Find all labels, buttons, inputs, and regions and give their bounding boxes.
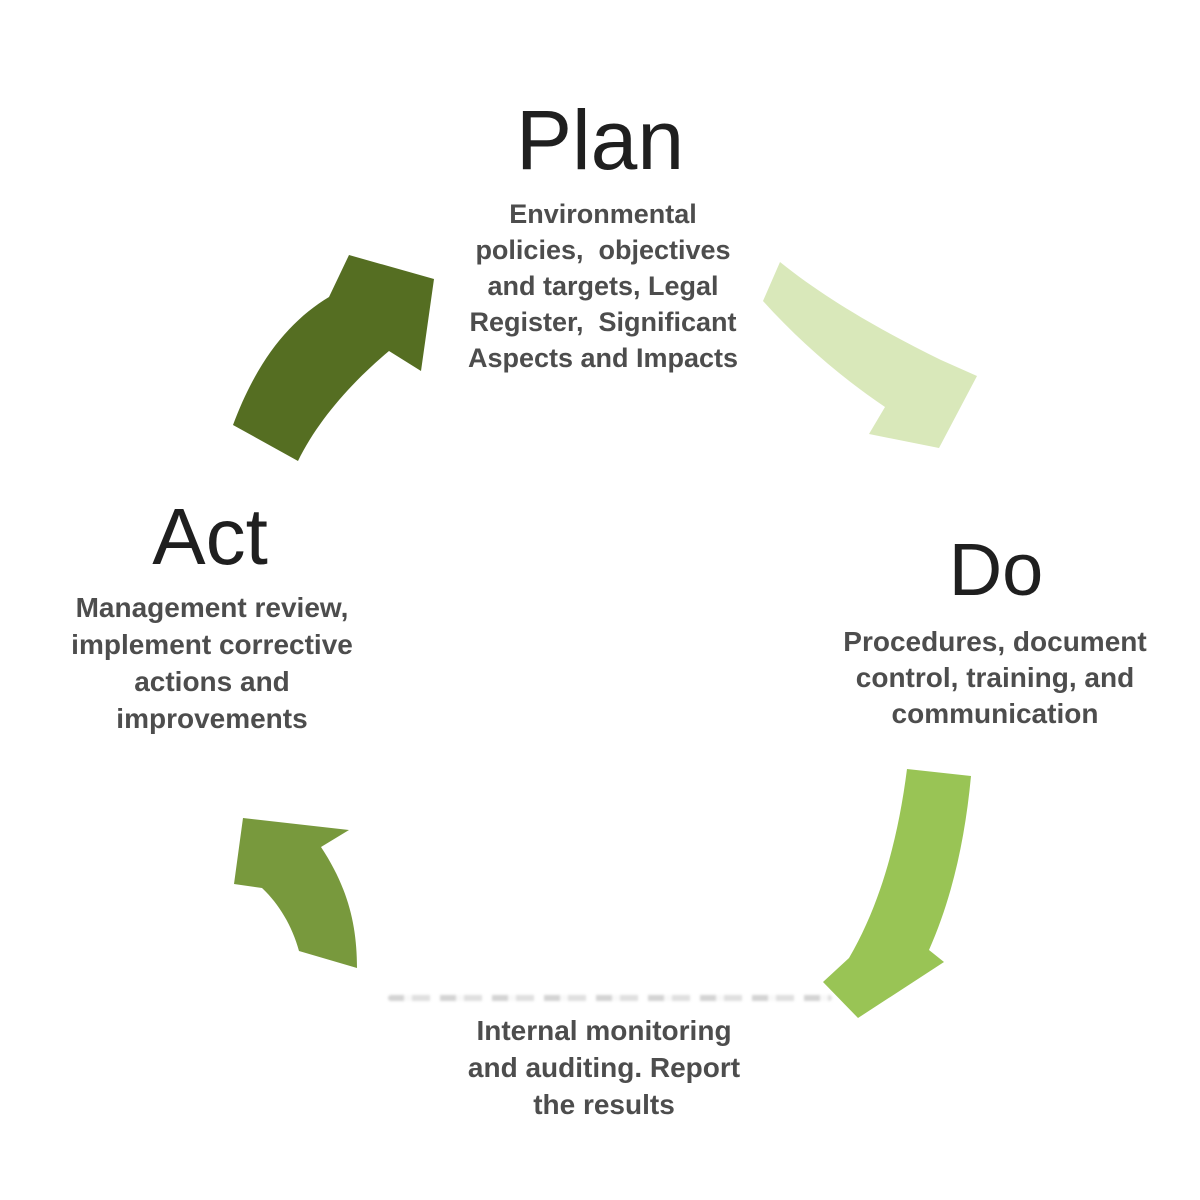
act-to-plan-arrow bbox=[233, 255, 434, 461]
do-stage-label: Do bbox=[948, 528, 1044, 611]
plan-stage-label: Plan bbox=[515, 93, 685, 187]
check-stage-description: Internal monitoring and auditing. Report… bbox=[467, 1015, 741, 1120]
cropped-check-label-artifact bbox=[388, 995, 832, 1001]
do-stage-description: Procedures, document control, training, … bbox=[843, 626, 1147, 729]
act-stage-description: Management review, implement corrective … bbox=[71, 592, 353, 734]
do-to-check-arrow bbox=[823, 769, 971, 1018]
act-stage-label: Act bbox=[152, 492, 268, 581]
plan-to-do-arrow bbox=[763, 262, 977, 448]
check-to-act-arrow bbox=[234, 818, 357, 968]
plan-stage-description: Environmental policies, objectives and t… bbox=[467, 199, 739, 373]
